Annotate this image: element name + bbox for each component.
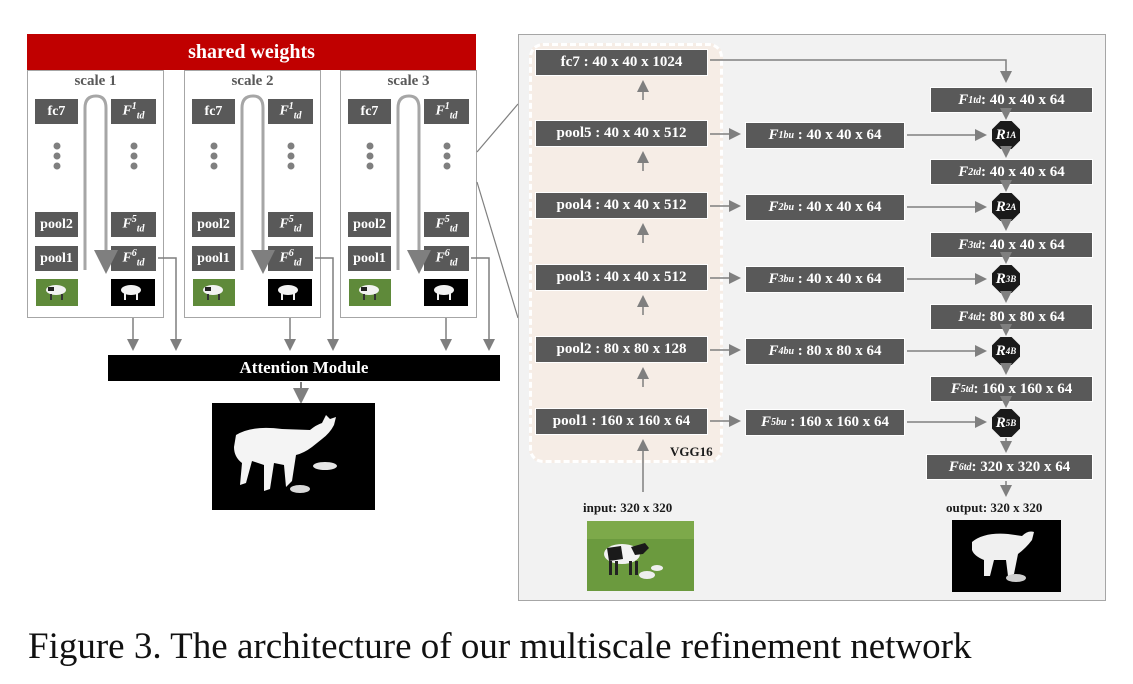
shared-weights-banner: shared weights: [27, 34, 476, 70]
pool1-label: pool1: [40, 250, 73, 266]
pool1-label: pool1: [353, 250, 386, 266]
f-td-6-block: F6td: [424, 246, 469, 271]
ellipsis-dots: [53, 142, 138, 170]
f-td-6-block: F6td: [111, 246, 156, 271]
input-image: [587, 521, 694, 591]
attention-result-mask: [212, 403, 375, 510]
input-label: input: 320 x 320: [583, 500, 673, 515]
f-td-1-label: F1td: [435, 101, 458, 122]
pool2-block: pool2: [192, 212, 235, 237]
shared-weights-label: shared weights: [188, 40, 315, 63]
f-td-1-label: F1td: [279, 101, 302, 122]
pool1-block: pool1: [192, 246, 235, 271]
attention-module: Attention Module: [108, 355, 500, 381]
f-td-1-block: F1td: [111, 99, 156, 124]
f-td-5-label: F5td: [122, 214, 145, 235]
pool2-label: pool2: [40, 216, 73, 232]
vgg-pool3-block: pool3 : 40 x 40 x 512: [535, 264, 708, 291]
attention-module-label: Attention Module: [239, 358, 369, 377]
f-td-1-block: F1td: [424, 99, 469, 124]
vgg-layer-label: pool5 : 40 x 40 x 512: [556, 125, 687, 141]
fc7-block: fc7: [192, 99, 235, 124]
figure-caption: Figure 3. The architecture of our multis…: [28, 626, 972, 667]
vgg-pool4-block: pool4 : 40 x 40 x 512: [535, 192, 708, 219]
output-mask: [952, 520, 1061, 592]
vgg-pool5-block: pool5 : 40 x 40 x 512: [535, 120, 708, 147]
scale-title: scale 2: [231, 73, 274, 89]
fc7-label: fc7: [47, 103, 66, 119]
vgg-fc7-block: fc7 : 40 x 40 x 1024: [535, 49, 708, 76]
f-td-5-label: F5td: [279, 214, 302, 235]
pool2-label: pool2: [197, 216, 230, 232]
vgg-pool2-block: pool2 : 80 x 80 x 128: [535, 336, 708, 363]
vgg-layer-label: pool3 : 40 x 40 x 512: [556, 269, 687, 285]
f-td-5-block: F5td: [268, 212, 313, 237]
pool2-block: pool2: [35, 212, 78, 237]
fc7-label: fc7: [204, 103, 223, 119]
left-panel-graphics: [36, 94, 519, 404]
fc7-label: fc7: [360, 103, 379, 119]
u-connection-arrow: [83, 94, 118, 274]
pool1-block: pool1: [35, 246, 78, 271]
scale-title: scale 3: [387, 73, 430, 89]
f-td-6-label: F6td: [122, 248, 145, 269]
f-td-5-label: F5td: [435, 214, 458, 235]
f-td-6-block: F6td: [268, 246, 313, 271]
vgg-layer-label: fc7 : 40 x 40 x 1024: [560, 54, 683, 70]
pool1-label: pool1: [197, 250, 230, 266]
fc7-block: fc7: [348, 99, 391, 124]
pool2-label: pool2: [353, 216, 386, 232]
f-td-1-label: F1td: [122, 101, 145, 122]
vgg16-region: [529, 43, 723, 463]
f6-output-arrow: [158, 257, 182, 351]
scale-title: scale 1: [74, 73, 117, 89]
f-td-6-label: F6td: [435, 248, 458, 269]
vgg-layer-label: pool2 : 80 x 80 x 128: [556, 341, 687, 357]
vgg-layer-label: pool1 : 160 x 160 x 64: [552, 413, 691, 429]
f-td-5-block: F5td: [424, 212, 469, 237]
f-td-6-label: F6td: [279, 248, 302, 269]
pool2-block: pool2: [348, 212, 391, 237]
f-td-5-block: F5td: [111, 212, 156, 237]
f-td-1-block: F1td: [268, 99, 313, 124]
vgg-layer-label: pool4 : 40 x 40 x 512: [556, 197, 687, 213]
fc7-block: fc7: [35, 99, 78, 124]
pool1-block: pool1: [348, 246, 391, 271]
vgg-pool1-block: pool1 : 160 x 160 x 64: [535, 408, 708, 435]
output-label: output: 320 x 320: [946, 500, 1043, 515]
vgg16-label: VGG16: [670, 444, 713, 459]
